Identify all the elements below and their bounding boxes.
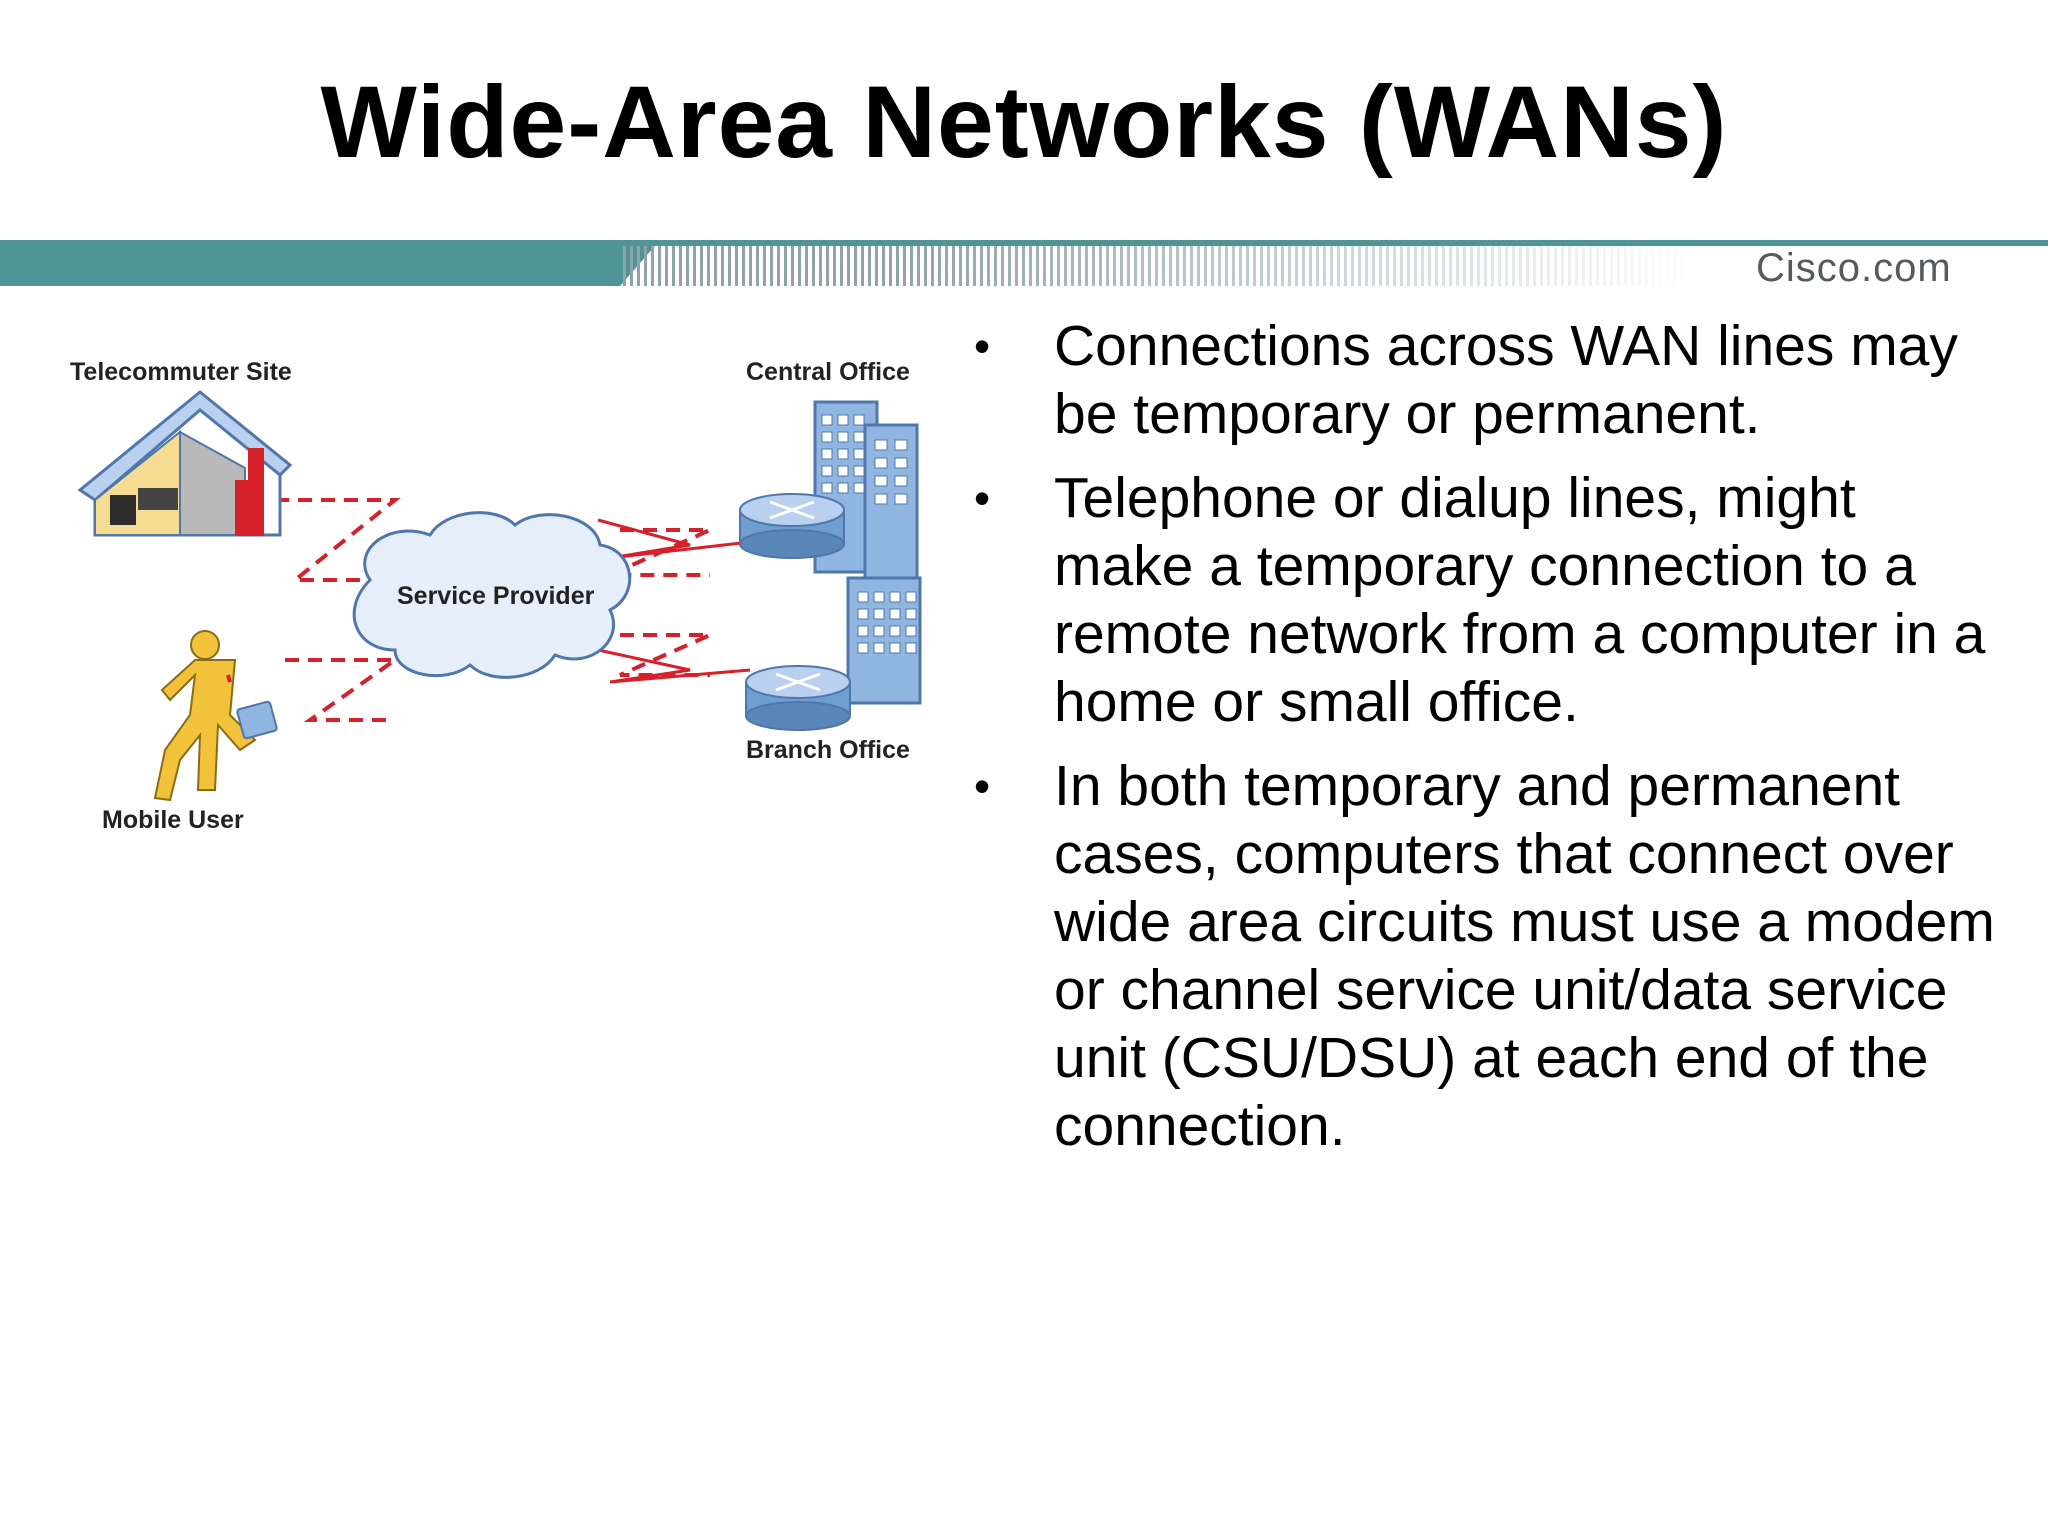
- label-mobile-user: Mobile User: [102, 806, 244, 834]
- wan-diagram: Telecommuter Site Central Office Service…: [50, 330, 950, 870]
- slide-title: Wide-Area Networks (WANs): [320, 65, 1728, 179]
- bullet-text: In both temporary and permanent cases, c…: [1054, 754, 1995, 1158]
- bullet-item: • Connections across WAN lines may be te…: [970, 312, 2010, 448]
- bullet-marker: •: [974, 472, 991, 524]
- bullet-list: • Connections across WAN lines may be te…: [970, 312, 2010, 1176]
- bullet-item: • In both temporary and permanent cases,…: [970, 752, 2010, 1160]
- bullet-marker: •: [974, 760, 991, 812]
- label-central-office: Central Office: [746, 358, 910, 386]
- mobile-user-icon: [153, 630, 278, 802]
- bullet-item: • Telephone or dialup lines, might make …: [970, 464, 2010, 736]
- house-icon: [77, 390, 293, 537]
- brand-logo: Cisco.com: [1756, 246, 1952, 290]
- branch-router-icon: [745, 665, 851, 731]
- label-branch-office: Branch Office: [746, 736, 910, 764]
- central-office-building-icon: [813, 400, 919, 587]
- bullet-text: Connections across WAN lines may be temp…: [1054, 314, 1958, 446]
- central-router-icon: [739, 493, 845, 559]
- bullet-text: Telephone or dialup lines, might make a …: [1054, 466, 1986, 734]
- label-telecommuter-site: Telecommuter Site: [70, 358, 292, 386]
- branch-office-building-icon: [846, 576, 922, 705]
- wan-diagram-graphic: [77, 390, 922, 802]
- wan-solid-links: [597, 518, 751, 684]
- label-service-provider: Service Provider: [397, 582, 595, 610]
- cloud-icon: [352, 511, 632, 679]
- header-band: [0, 240, 2048, 286]
- bullet-marker: •: [974, 320, 991, 372]
